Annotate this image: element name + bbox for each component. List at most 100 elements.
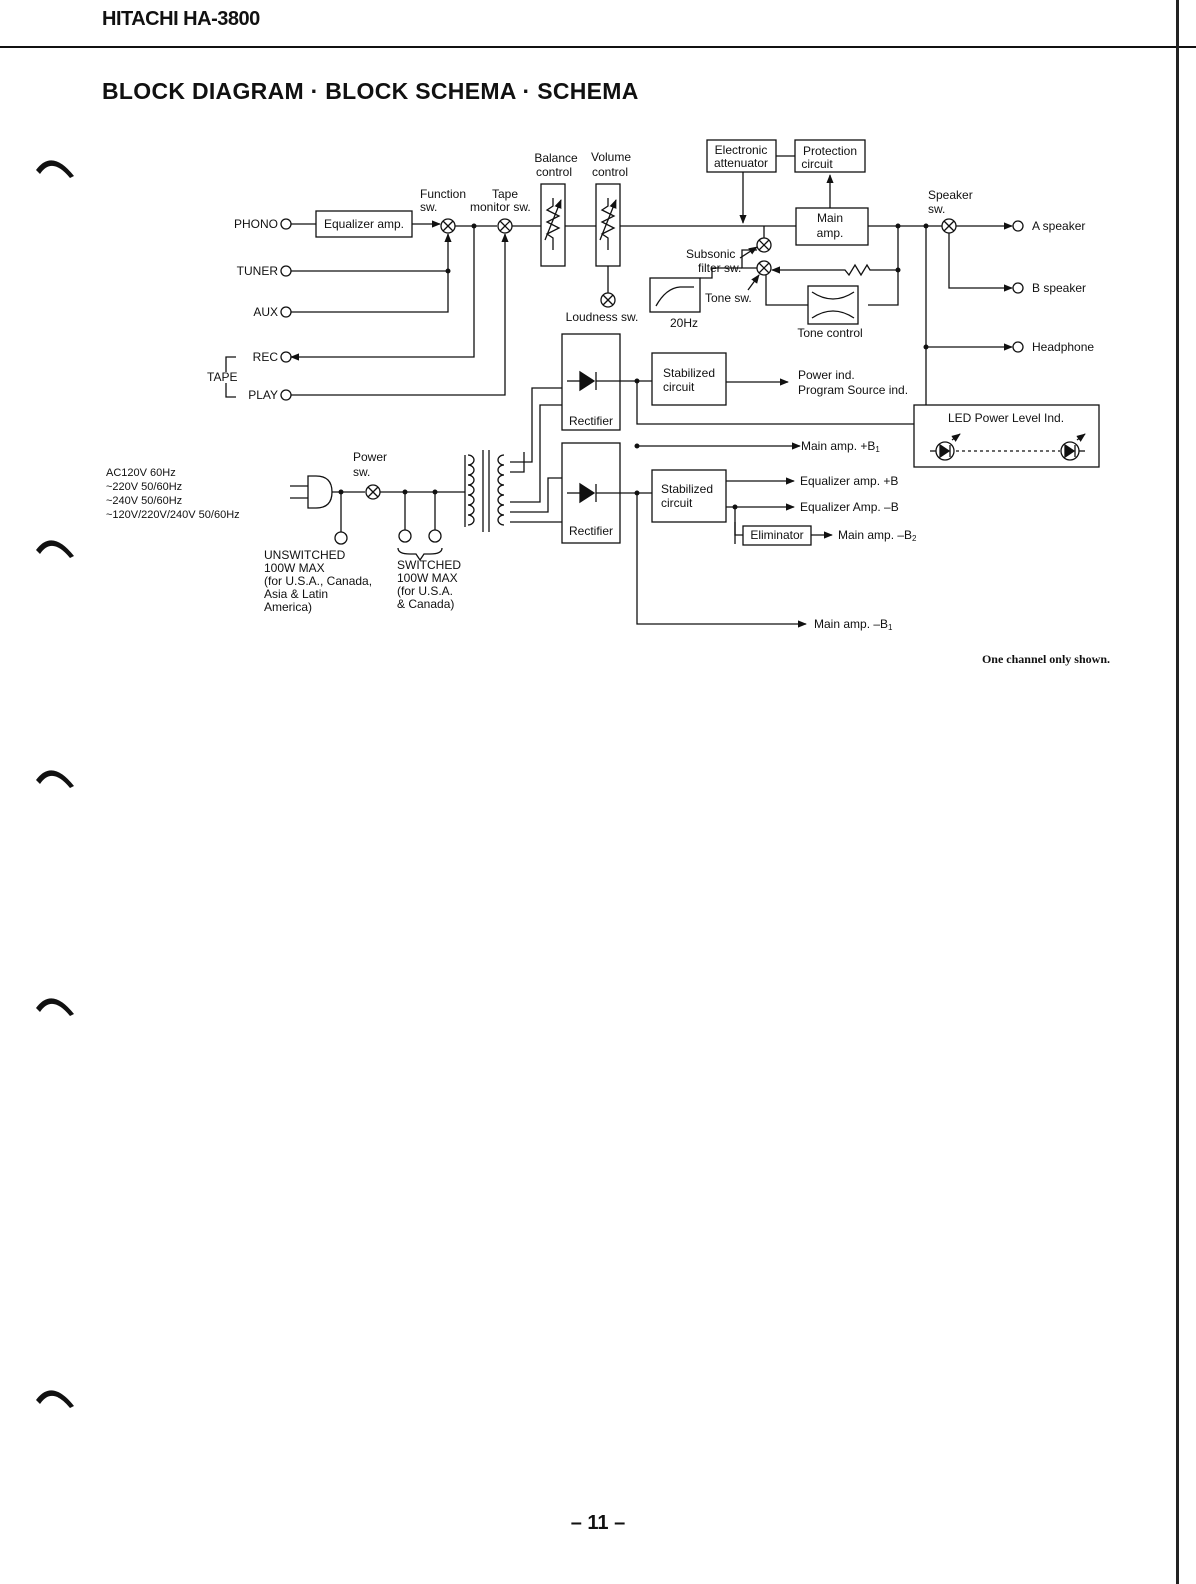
unswitched-4: Asia & Latin: [264, 587, 328, 601]
stabilized-2-label-2: circuit: [661, 496, 693, 510]
led-left-symbol: [930, 433, 961, 461]
tape-monitor-sw-label-1: Tape: [492, 187, 518, 201]
electronic-attenuator-label-1: Electronic: [715, 143, 768, 157]
function-switch-symbol: [440, 218, 456, 234]
phono-label: PHONO: [234, 217, 278, 231]
equalizer-amp-label: Equalizer amp.: [324, 217, 404, 231]
headphone-label: Headphone: [1032, 340, 1094, 354]
stabilized-2-label-1: Stabilized: [661, 482, 713, 496]
unswitched-2: 100W MAX: [264, 561, 325, 575]
highpass-filter-box: [649, 277, 701, 313]
rectifier-1-diode: [567, 370, 620, 392]
tone-control-curve: [811, 291, 855, 319]
rec-jack: [280, 351, 292, 363]
unswitched-3: (for U.S.A., Canada,: [264, 574, 372, 588]
channel-note: One channel only shown.: [982, 652, 1110, 666]
balance-label-2: control: [536, 165, 572, 179]
power-ind-label: Power ind.: [798, 368, 855, 382]
main-amp-mb1-label: Main amp. –B1: [814, 617, 893, 632]
b-speaker-jack: [1012, 282, 1024, 294]
rectifier-2-diode: [567, 482, 620, 504]
a-speaker-jack: [1012, 220, 1024, 232]
phono-jack: [280, 218, 292, 230]
voltage-1: AC120V 60Hz: [106, 467, 176, 479]
play-label: PLAY: [248, 388, 278, 402]
rectifier-2-label: Rectifier: [569, 524, 613, 538]
balance-label-1: Balance: [534, 151, 578, 165]
headphone-jack: [1012, 341, 1024, 353]
a-speaker-label: A speaker: [1032, 219, 1085, 233]
binder-hole-mark-3: [36, 770, 74, 788]
program-source-ind-label: Program Source ind.: [798, 383, 908, 397]
tone-sw-label: Tone sw.: [705, 291, 752, 305]
tape-monitor-switch-symbol: [497, 218, 513, 234]
balance-control-symbol: [540, 183, 566, 267]
power-switch-symbol: [365, 484, 381, 500]
speaker-switch-symbol: [941, 218, 957, 234]
unswitched-1: UNSWITCHED: [264, 548, 346, 562]
tuner-jack: [280, 265, 292, 277]
voltage-4: ~120V/220V/240V 50/60Hz: [106, 509, 240, 521]
aux-label: AUX: [253, 305, 278, 319]
binder-hole-mark-1: [36, 160, 74, 178]
led-right-symbol: [1060, 433, 1086, 461]
loudness-sw-label: Loudness sw.: [566, 310, 639, 324]
power-sw-label-1: Power: [353, 450, 387, 464]
rectifier-1-label: Rectifier: [569, 414, 613, 428]
eq-amp-mb-label: Equalizer Amp. –B: [800, 500, 899, 514]
aux-jack: [280, 306, 292, 318]
play-jack: [280, 389, 292, 401]
subsonic-label-1: Subsonic: [686, 247, 735, 261]
protection-circuit-label-1: Protection: [803, 144, 857, 158]
unswitched-outlet: [334, 531, 348, 545]
protection-circuit-box: [794, 139, 866, 173]
unswitched-5: America): [264, 600, 312, 614]
volume-label-2: control: [592, 165, 628, 179]
highpass-freq-label: 20Hz: [670, 316, 698, 330]
page-number: – 11 –: [570, 1512, 626, 1534]
speaker-sw-label-1: Speaker: [928, 188, 973, 202]
voltage-2: ~220V 50/60Hz: [106, 481, 182, 493]
main-amp-mb2-label: Main amp. –B2: [838, 528, 917, 543]
function-sw-label-2: sw.: [420, 200, 437, 214]
volume-control-symbol: [595, 183, 621, 267]
switched-brace: [397, 547, 443, 562]
subsonic-label-2: filter sw.: [698, 261, 741, 275]
feedback-resistor: [840, 263, 878, 277]
switched-4: & Canada): [397, 597, 454, 611]
tone-control-box: [807, 285, 859, 325]
document-header: HITACHI HA-3800: [102, 8, 260, 30]
eq-amp-pb-label: Equalizer amp. +B: [800, 474, 898, 488]
page-title: BLOCK DIAGRAM · BLOCK SCHEMA · SCHEMA: [102, 78, 639, 104]
main-amp-label-2: amp.: [817, 226, 844, 240]
binder-hole-mark-5: [36, 1390, 74, 1408]
voltage-3: ~240V 50/60Hz: [106, 495, 182, 507]
page-edge-rule: [1176, 0, 1179, 1584]
ac-plug-symbol: [290, 475, 333, 509]
switched-outlet-2: [428, 529, 442, 543]
tone-control-label: Tone control: [797, 326, 862, 340]
led-power-level-box: [913, 404, 1100, 468]
switched-2: 100W MAX: [397, 571, 458, 585]
b-speaker-label: B speaker: [1032, 281, 1086, 295]
header-rule: [0, 46, 1196, 48]
subsonic-filter-switch-symbol: [756, 237, 772, 253]
highpass-curve: [655, 286, 694, 307]
tape-bracket: [225, 356, 236, 398]
binder-hole-mark-2: [36, 540, 74, 558]
electronic-attenuator-label-2: attenuator: [714, 156, 768, 170]
tuner-label: TUNER: [237, 264, 279, 278]
stabilized-1-label-2: circuit: [663, 380, 695, 394]
volume-label-1: Volume: [591, 150, 631, 164]
main-amp-label-1: Main: [817, 211, 843, 225]
tone-switch-symbol: [756, 260, 772, 276]
stabilized-circuit-2-box: [651, 469, 727, 523]
main-amp-pb1-label: Main amp. +B1: [801, 439, 880, 454]
switched-3: (for U.S.A.: [397, 584, 453, 598]
eliminator-label: Eliminator: [750, 528, 803, 542]
tape-label: TAPE: [207, 370, 237, 384]
binder-hole-mark-4: [36, 998, 74, 1016]
stabilized-circuit-1-box: [651, 352, 727, 406]
power-transformer: [467, 450, 505, 532]
